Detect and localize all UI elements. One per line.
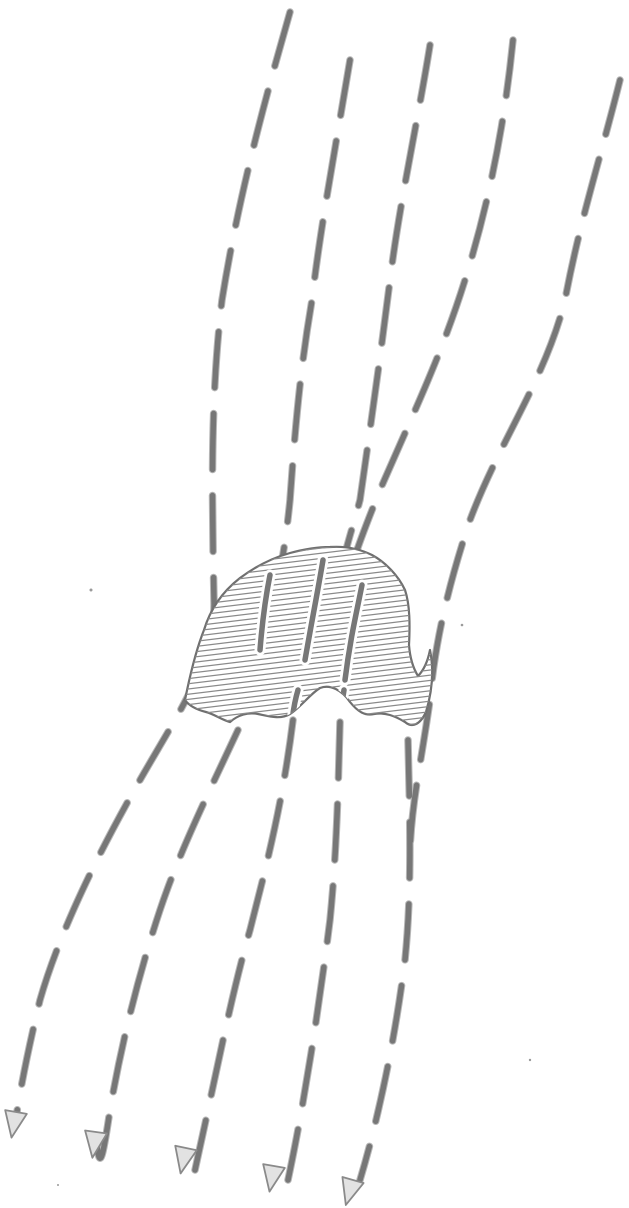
streamline-4 bbox=[352, 40, 513, 565]
arrowhead-4 bbox=[259, 1164, 285, 1193]
speck-1 bbox=[90, 589, 93, 592]
streamline-6-edge bbox=[97, 730, 238, 1158]
arrowhead-1 bbox=[1, 1110, 27, 1139]
streamline-4-edge bbox=[352, 40, 513, 565]
obstacle-body bbox=[170, 522, 450, 759]
arrowheads bbox=[1, 1110, 364, 1208]
streamline-8-edge bbox=[288, 722, 340, 1180]
speck-4 bbox=[57, 1184, 59, 1186]
streamline-5 bbox=[410, 80, 620, 850]
streamline-8 bbox=[288, 722, 340, 1180]
arrowhead-5 bbox=[335, 1177, 363, 1208]
streamline-3 bbox=[340, 45, 430, 575]
streamline-6 bbox=[97, 730, 238, 1158]
streamline-7 bbox=[195, 720, 293, 1170]
speck-3 bbox=[529, 1059, 531, 1061]
speck-2 bbox=[461, 624, 464, 627]
streamline-9 bbox=[360, 740, 410, 1180]
streamline-7-edge bbox=[195, 720, 293, 1170]
